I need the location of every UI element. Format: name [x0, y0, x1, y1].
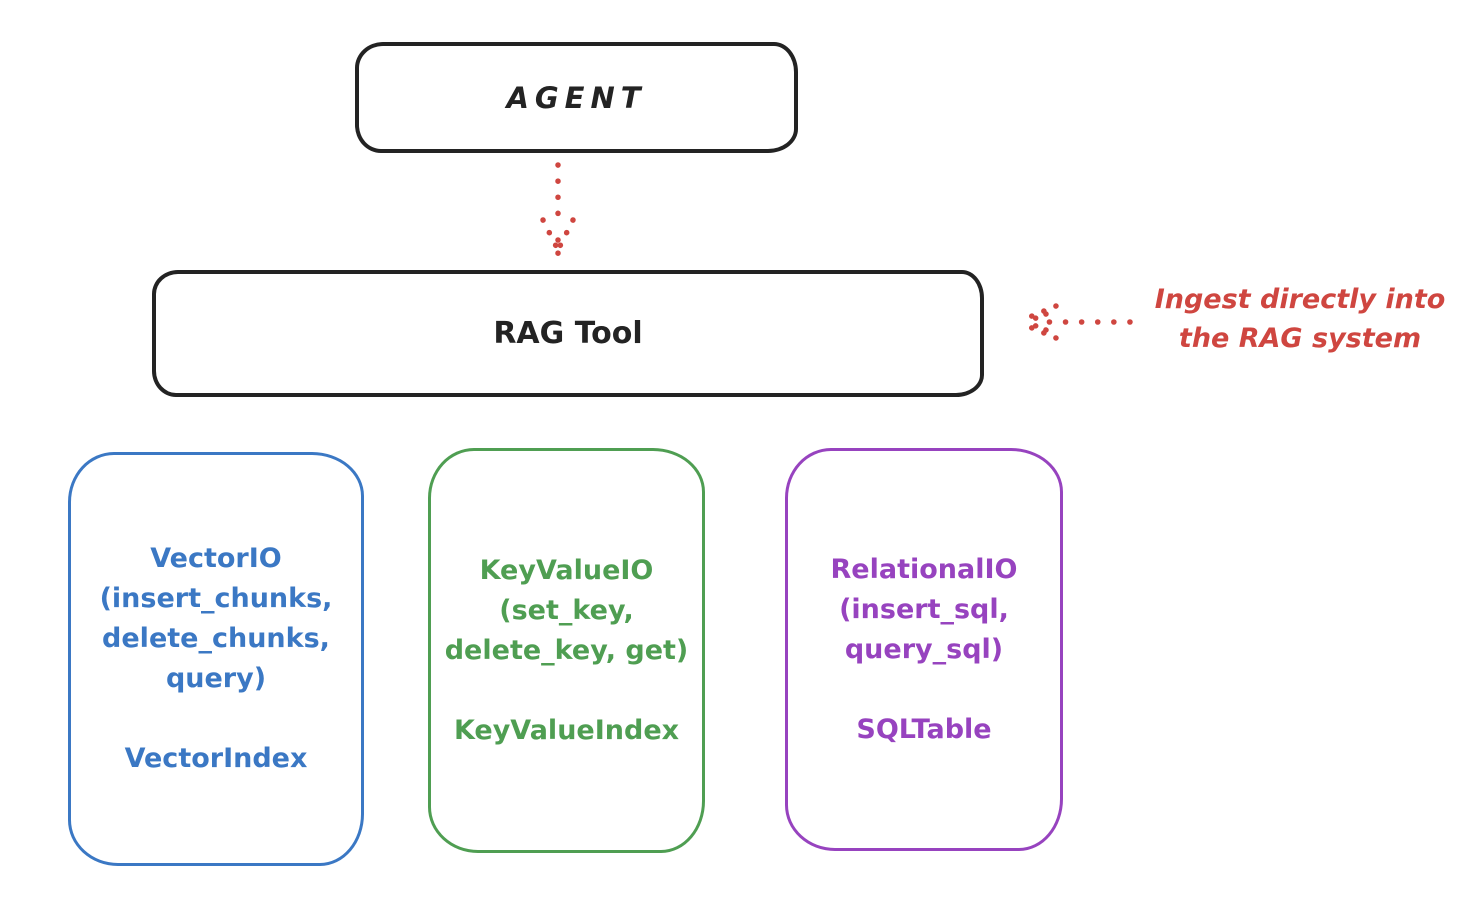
keyvalue-io-box: KeyValueIO (set_key, delete_key, get) Ke… [428, 448, 705, 853]
ingest-annotation: Ingest directly into the RAG system [1154, 284, 1446, 354]
agent-label: AGENT [506, 80, 647, 115]
arrow-left-icon [1017, 303, 1133, 341]
arrow-down-icon [540, 162, 576, 259]
agent-box: AGENT [355, 42, 798, 153]
keyvalue-io-label: KeyValueIO (set_key, delete_key, get) [444, 554, 689, 666]
vector-io-label: VectorIO (insert_chunks, delete_chunks, … [99, 543, 333, 694]
vector-index-label: VectorIndex [124, 743, 308, 774]
relational-io-label: RelationalIO (insert_sql, query_sql) [830, 553, 1018, 665]
rag-tool-box: RAG Tool [152, 270, 984, 397]
vector-io-box: VectorIO (insert_chunks, delete_chunks, … [68, 452, 364, 866]
relational-io-box: RelationalIO (insert_sql, query_sql) SQL… [785, 448, 1063, 851]
rag-tool-label: RAG Tool [493, 316, 643, 351]
keyvalue-index-label: KeyValueIndex [453, 714, 680, 746]
sqltable-label: SQLTable [856, 713, 992, 745]
